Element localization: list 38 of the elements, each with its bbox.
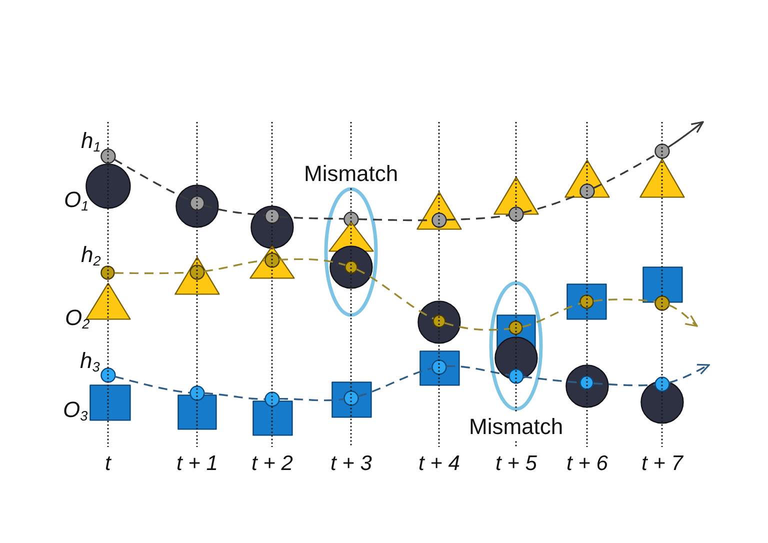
state-label: h$_{3}$ — [79, 347, 101, 376]
object-label: O$_{2}$ — [64, 304, 91, 333]
trajectory-line — [203, 204, 266, 216]
trajectory-line — [279, 398, 344, 402]
callout-text: Mismatch — [304, 161, 398, 186]
time-label: t + 6 — [566, 451, 609, 477]
time-label: t — [104, 451, 112, 477]
trajectory-line — [444, 322, 510, 331]
time-label: t + 1 — [176, 451, 219, 477]
time-label: t + 4 — [418, 451, 461, 477]
trajectory-line — [358, 367, 432, 398]
state-label: h$_{2}$ — [80, 241, 102, 270]
trajectory-line — [593, 298, 656, 303]
trajectory-line — [593, 382, 656, 386]
object-label: O$_{3}$ — [62, 396, 89, 425]
trajectory-line — [446, 365, 510, 376]
trajectory-line — [204, 392, 265, 400]
trajectory-line — [114, 158, 191, 202]
trajectory-line — [114, 272, 190, 274]
trajectory-line — [114, 376, 190, 394]
trajectory-line — [278, 216, 344, 220]
time-label: t + 7 — [640, 451, 684, 477]
time-label: t + 2 — [250, 451, 294, 477]
trajectory-line — [522, 192, 581, 214]
trajectory-line — [593, 154, 656, 189]
trajectory-line — [204, 260, 266, 272]
trajectory-line — [278, 258, 346, 266]
trajectory-line — [668, 304, 698, 327]
trajectory-line — [522, 302, 581, 328]
trajectory-line — [446, 214, 510, 221]
object-label: O$_{1}$ — [63, 186, 90, 215]
trajectory-line — [668, 121, 704, 148]
time-label: t + 3 — [330, 451, 373, 477]
state-label: h$_{1}$ — [80, 127, 102, 156]
time-label: t + 5 — [494, 451, 538, 477]
trajectory-line — [668, 364, 710, 384]
trajectory-line — [356, 268, 434, 320]
callout-text: Mismatch — [469, 414, 564, 440]
